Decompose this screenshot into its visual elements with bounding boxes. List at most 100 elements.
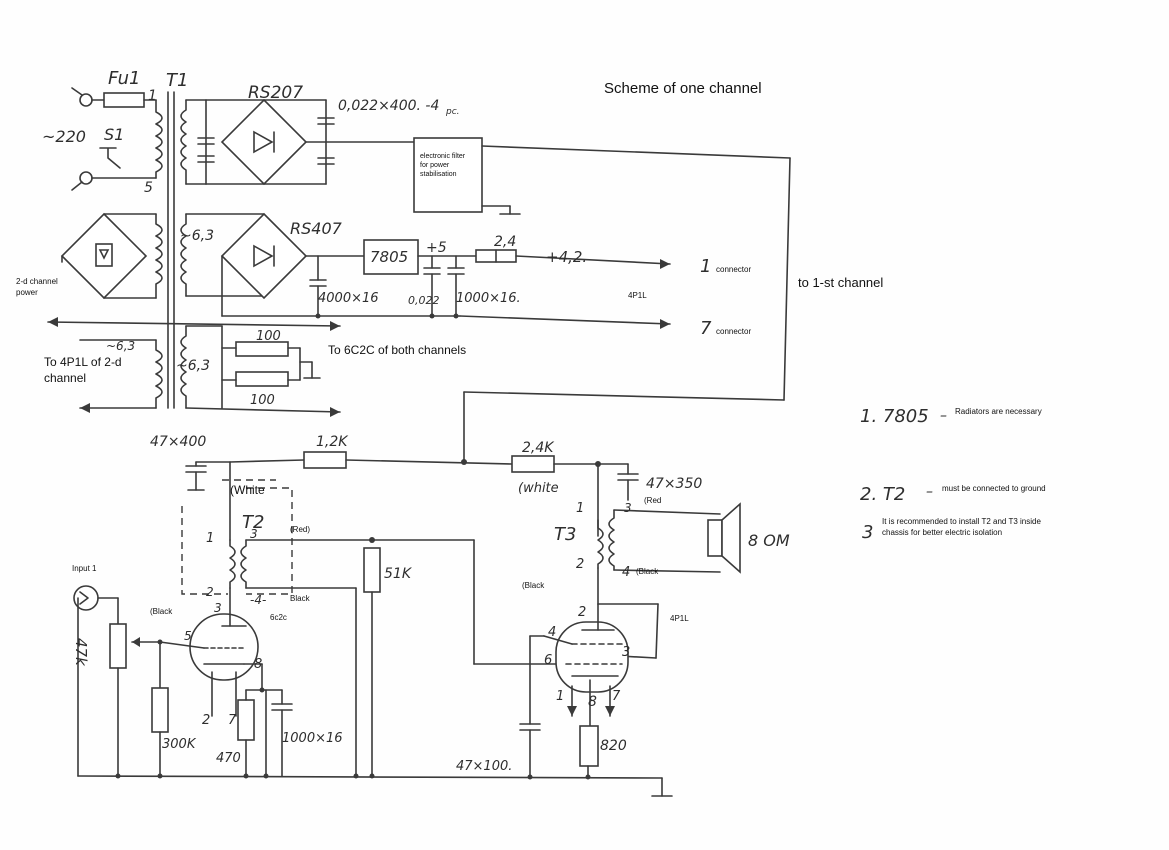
amplifier-stage (73, 391, 741, 797)
label-t2-pin1: 1 (206, 531, 214, 546)
label-300k: 300K (162, 737, 197, 752)
label-connector-7-num: 7 (700, 318, 712, 339)
switch-s1 (99, 147, 121, 169)
label-100-b: 100 (250, 393, 275, 408)
fuse-fu1 (103, 92, 145, 108)
label-v1-pin5: 5 (184, 629, 192, 643)
mains-terminal-top (79, 93, 93, 107)
label-black-input: (Black (150, 607, 173, 616)
label-0022: 0,022 (408, 294, 440, 307)
filter-text-1: electronic filter (420, 153, 466, 160)
note-1-number: 1. 7805 (860, 406, 929, 427)
diagram-title: Scheme of one channel (604, 80, 762, 97)
label-2-4k: 2,4K (522, 440, 555, 456)
note-2-dash: – (926, 484, 933, 500)
label-connector-1-word: connector (716, 265, 751, 274)
mains-input (71, 87, 175, 409)
label-v2-pin6: 6 (544, 653, 552, 668)
note-1-text: Radiators are necessary (955, 407, 1042, 416)
resistor-1-2k (303, 451, 347, 469)
potentiometer-47k[interactable] (109, 623, 127, 669)
t3-secondary-coil (608, 509, 615, 571)
label-winding-c: ~6,3 (106, 339, 135, 353)
label-rs407: RS407 (290, 219, 343, 238)
label-v1-pin3: 3 (214, 601, 222, 615)
label-v2-pin4: 4 (548, 625, 556, 640)
label-1-2k: 1,2K (316, 434, 349, 450)
label-second-power-1: 2-d channel (16, 277, 58, 286)
label-4p1l-power: 4P1L (628, 291, 647, 300)
resistor-2-4k (511, 455, 555, 473)
label-470: 470 (216, 751, 241, 766)
label-v2-pin1: 1 (556, 689, 564, 704)
label-t1: T1 (166, 70, 188, 91)
label-hv-caps: 0,022×400. -4 (338, 98, 439, 114)
label-hv-caps-suffix: pc. (445, 107, 460, 117)
label-v1-pin2: 2 (202, 713, 210, 728)
t2-secondary-coil (240, 539, 247, 589)
label-t3-pin2: 2 (576, 557, 584, 572)
label-v1-pin7: 7 (228, 713, 237, 728)
t1-second-channel-coil (155, 213, 163, 299)
label-connector-7-word: connector (716, 327, 751, 336)
label-white-t3: (white (518, 481, 559, 496)
filter-text-2: for power (420, 162, 450, 169)
label-t2-pin3: 3 (250, 527, 258, 541)
label-second-power-2: power (16, 288, 38, 297)
label-2-4: 2,4 (494, 234, 516, 250)
label-plus5: +5 (426, 240, 447, 256)
label-t3: T3 (554, 524, 576, 545)
label-black-v2: (Black (522, 581, 545, 590)
label-to-6c2c: To 6C2C of both channels (328, 343, 466, 357)
label-to-first-channel: to 1-st channel (798, 275, 883, 290)
label-rs207: RS207 (248, 83, 303, 103)
resistor-470 (237, 699, 255, 741)
label-to-4p1l-2: channel (44, 371, 86, 385)
filter-text-3: stabilisation (420, 171, 457, 178)
label-t3-pin1: 1 (576, 501, 584, 516)
note-1-dash: – (940, 408, 947, 424)
label-black-t2: Black (290, 594, 311, 603)
label-white-t2: (White (230, 483, 265, 497)
label-v2-pin2: 2 (578, 605, 586, 620)
low-voltage-supply (180, 212, 671, 329)
label-input: Input 1 (72, 564, 97, 573)
t2-shield-outline (181, 479, 293, 595)
label-pot: 47k (72, 638, 90, 667)
note-2-number: 2. T2 (860, 484, 905, 505)
label-primary-5: 5 (144, 180, 153, 196)
label-winding-a: ~6,3 (180, 228, 214, 244)
t1-6v3-coil-b (180, 325, 187, 409)
label-black-t3: (Black (636, 567, 659, 576)
second-channel-power (47, 212, 341, 413)
resistor-100-b (235, 371, 289, 387)
label-s1: S1 (104, 125, 124, 144)
electronic-filter-box (413, 137, 483, 213)
label-4p1l-tube: 4P1L (670, 614, 689, 623)
filament-supply (180, 325, 341, 417)
label-t3-pin4: 4 (622, 565, 630, 580)
resistor-300k (151, 687, 169, 733)
speaker-cone (721, 502, 741, 574)
label-red-t3: (Red (644, 496, 661, 505)
label-6c2c: 6c2c (270, 613, 287, 622)
labels: Scheme of one channel Fu1 T1 1 5 ~220 S1… (16, 68, 883, 774)
label-51k: 51K (384, 566, 413, 582)
resistor-820 (579, 725, 599, 767)
t2-primary-coil (229, 539, 236, 589)
label-to-4p1l-1: To 4P1L of 2-d (44, 355, 122, 369)
label-t3-pin3: 3 (624, 501, 632, 515)
resistor-51k (363, 547, 381, 593)
t1-6v3-coil-c (155, 339, 163, 409)
t3-primary-coil (597, 519, 604, 569)
label-v2-pin7: 7 (612, 689, 621, 704)
notes: 1. 7805 – Radiators are necessary 2. T2 … (860, 406, 1046, 543)
note-3-text-2: chassis for better electric isolation (882, 528, 1002, 537)
label-t2: T2 (242, 512, 264, 533)
note-3-number: 3 (862, 522, 873, 543)
label-t2-pin4: -4- (250, 593, 266, 607)
t1-hv-coil (180, 99, 187, 185)
note-2-text: must be connected to ground (942, 484, 1046, 493)
